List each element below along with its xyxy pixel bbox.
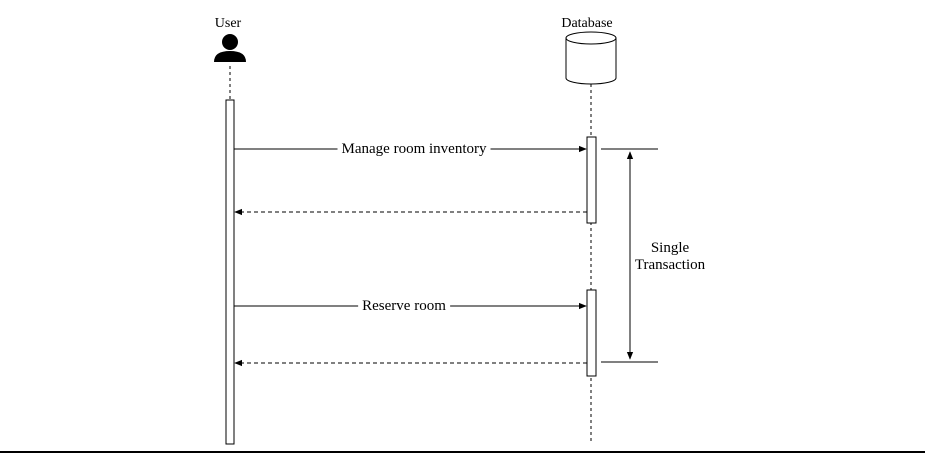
user-actor-icon bbox=[214, 34, 246, 62]
database-activation-bar bbox=[586, 136, 597, 224]
database-cylinder-icon bbox=[565, 31, 617, 85]
message-label-reserve-room: Reserve room bbox=[358, 297, 450, 315]
transaction-note-line1: Single bbox=[650, 240, 690, 256]
participant-label-database: Database bbox=[561, 16, 613, 31]
message-label-manage-room-inventory: Manage room inventory bbox=[337, 140, 491, 158]
transaction-note: Single Transaction bbox=[634, 240, 706, 274]
database-activation-bar bbox=[586, 289, 597, 377]
bottom-border bbox=[0, 451, 925, 453]
participant-label-user: User bbox=[214, 16, 242, 31]
user-activation-bar bbox=[225, 99, 235, 445]
transaction-note-line2: Transaction bbox=[634, 257, 706, 273]
